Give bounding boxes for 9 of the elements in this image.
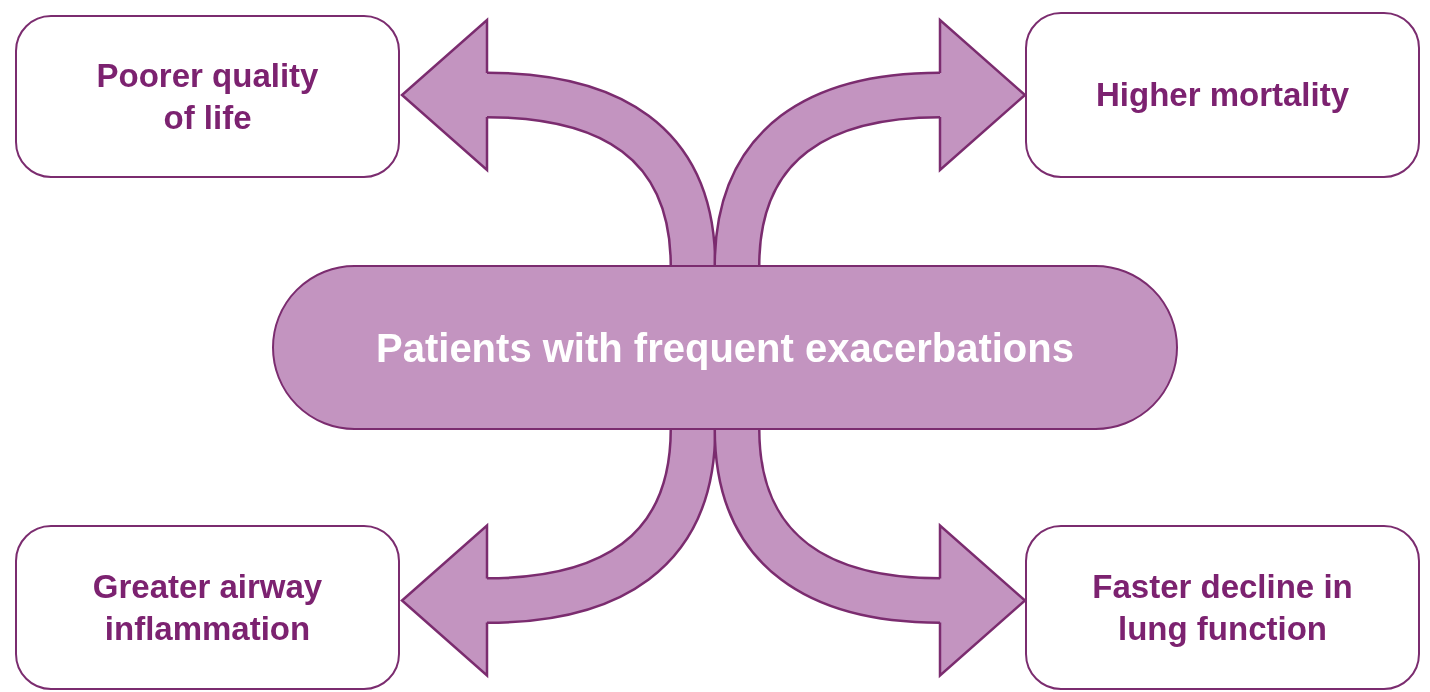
box-label: Faster decline in lung function	[1091, 567, 1354, 649]
box-label: Patients with frequent exacerbations	[376, 324, 1074, 372]
outcome-box	[15, 15, 400, 178]
box-label: Greater airway inflammation	[91, 567, 324, 649]
box-label: Higher mortality	[1095, 75, 1349, 116]
box-label: Poorer quality of life	[95, 56, 320, 138]
outcome-box	[1025, 12, 1420, 178]
outcome-box	[1025, 525, 1420, 690]
outcome-box	[15, 525, 400, 690]
